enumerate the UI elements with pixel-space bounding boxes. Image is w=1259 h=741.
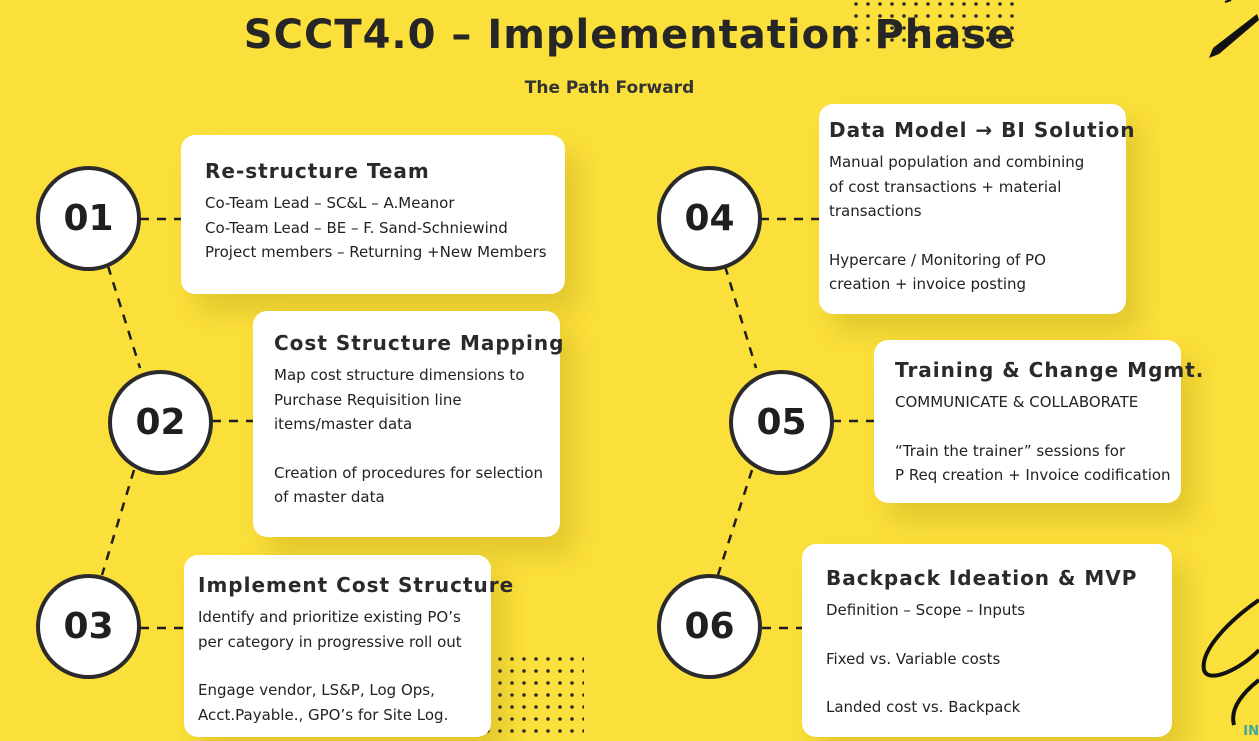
step-06-title: Backpack Ideation & MVP — [826, 566, 1138, 590]
step-05-card: Training & Change Mgmt. COMMUNICATE & CO… — [874, 340, 1205, 503]
step-02-number: 02 — [108, 370, 213, 475]
step-02-card: Cost Structure Mapping Map cost structur… — [253, 311, 565, 537]
step-06-card: Backpack Ideation & MVP Definition – Sco… — [802, 544, 1172, 737]
pen-decoration-top-right — [1209, 0, 1259, 58]
step-04-card: Data Model → BI Solution Manual populati… — [819, 104, 1136, 314]
step-05-text-1: COMMUNICATE & COLLABORATE — [895, 393, 1139, 411]
step-03-text-1: Identify and prioritize existing PO’s pe… — [198, 608, 462, 651]
step-04-text-2: Hypercare / Monitoring of PO creation + … — [829, 250, 1046, 294]
step-06-text-3: Landed cost vs. Backpack — [826, 698, 1021, 716]
step-01-title: Re-structure Team — [205, 159, 430, 183]
step-05-text-2: “Train the trainer” sessions for P Req c… — [895, 441, 1171, 485]
page-title: SCCT4.0 – Implementation Phase — [243, 12, 1016, 58]
step-01-line-3: Project members – Returning +New Members — [205, 243, 547, 261]
step-04-text-1: Manual population and combining of cost … — [829, 153, 1085, 220]
step-03-card: Implement Cost Structure Identify and pr… — [184, 555, 515, 737]
page-subtitle: The Path Forward — [524, 78, 695, 98]
step-06-text-1: Definition – Scope – Inputs — [826, 601, 1026, 619]
step-04-title: Data Model → BI Solution — [829, 118, 1136, 142]
step-02-text-2: Creation of procedures for selection of … — [274, 463, 543, 507]
scribble-decoration-bottom-right — [1201, 598, 1259, 726]
step-06-number: 06 — [657, 574, 762, 679]
dot-pattern-top — [852, 0, 1017, 50]
step-02-text-1: Map cost structure dimensions to Purchas… — [274, 366, 525, 433]
step-01-line-1: Co-Team Lead – SC&L – A.Meanor — [205, 194, 455, 212]
step-05-title: Training & Change Mgmt. — [895, 358, 1205, 382]
step-04-number: 04 — [657, 166, 762, 271]
step-05-number: 05 — [729, 370, 834, 475]
step-02-title: Cost Structure Mapping — [274, 331, 565, 355]
step-01-card: Re-structure Team Co-Team Lead – SC&L – … — [181, 135, 565, 294]
step-06-text-2: Fixed vs. Variable costs — [826, 649, 1001, 668]
step-03-title: Implement Cost Structure — [198, 573, 515, 597]
step-03-number: 03 — [36, 574, 141, 679]
corner-logo-text: IN — [1243, 724, 1259, 739]
step-01-number: 01 — [36, 166, 141, 271]
step-01-line-2: Co-Team Lead – BE – F. Sand-Schniewind — [205, 218, 508, 237]
step-03-text-2: Engage vendor, LS&P, Log Ops, Acct.Payab… — [198, 681, 449, 724]
